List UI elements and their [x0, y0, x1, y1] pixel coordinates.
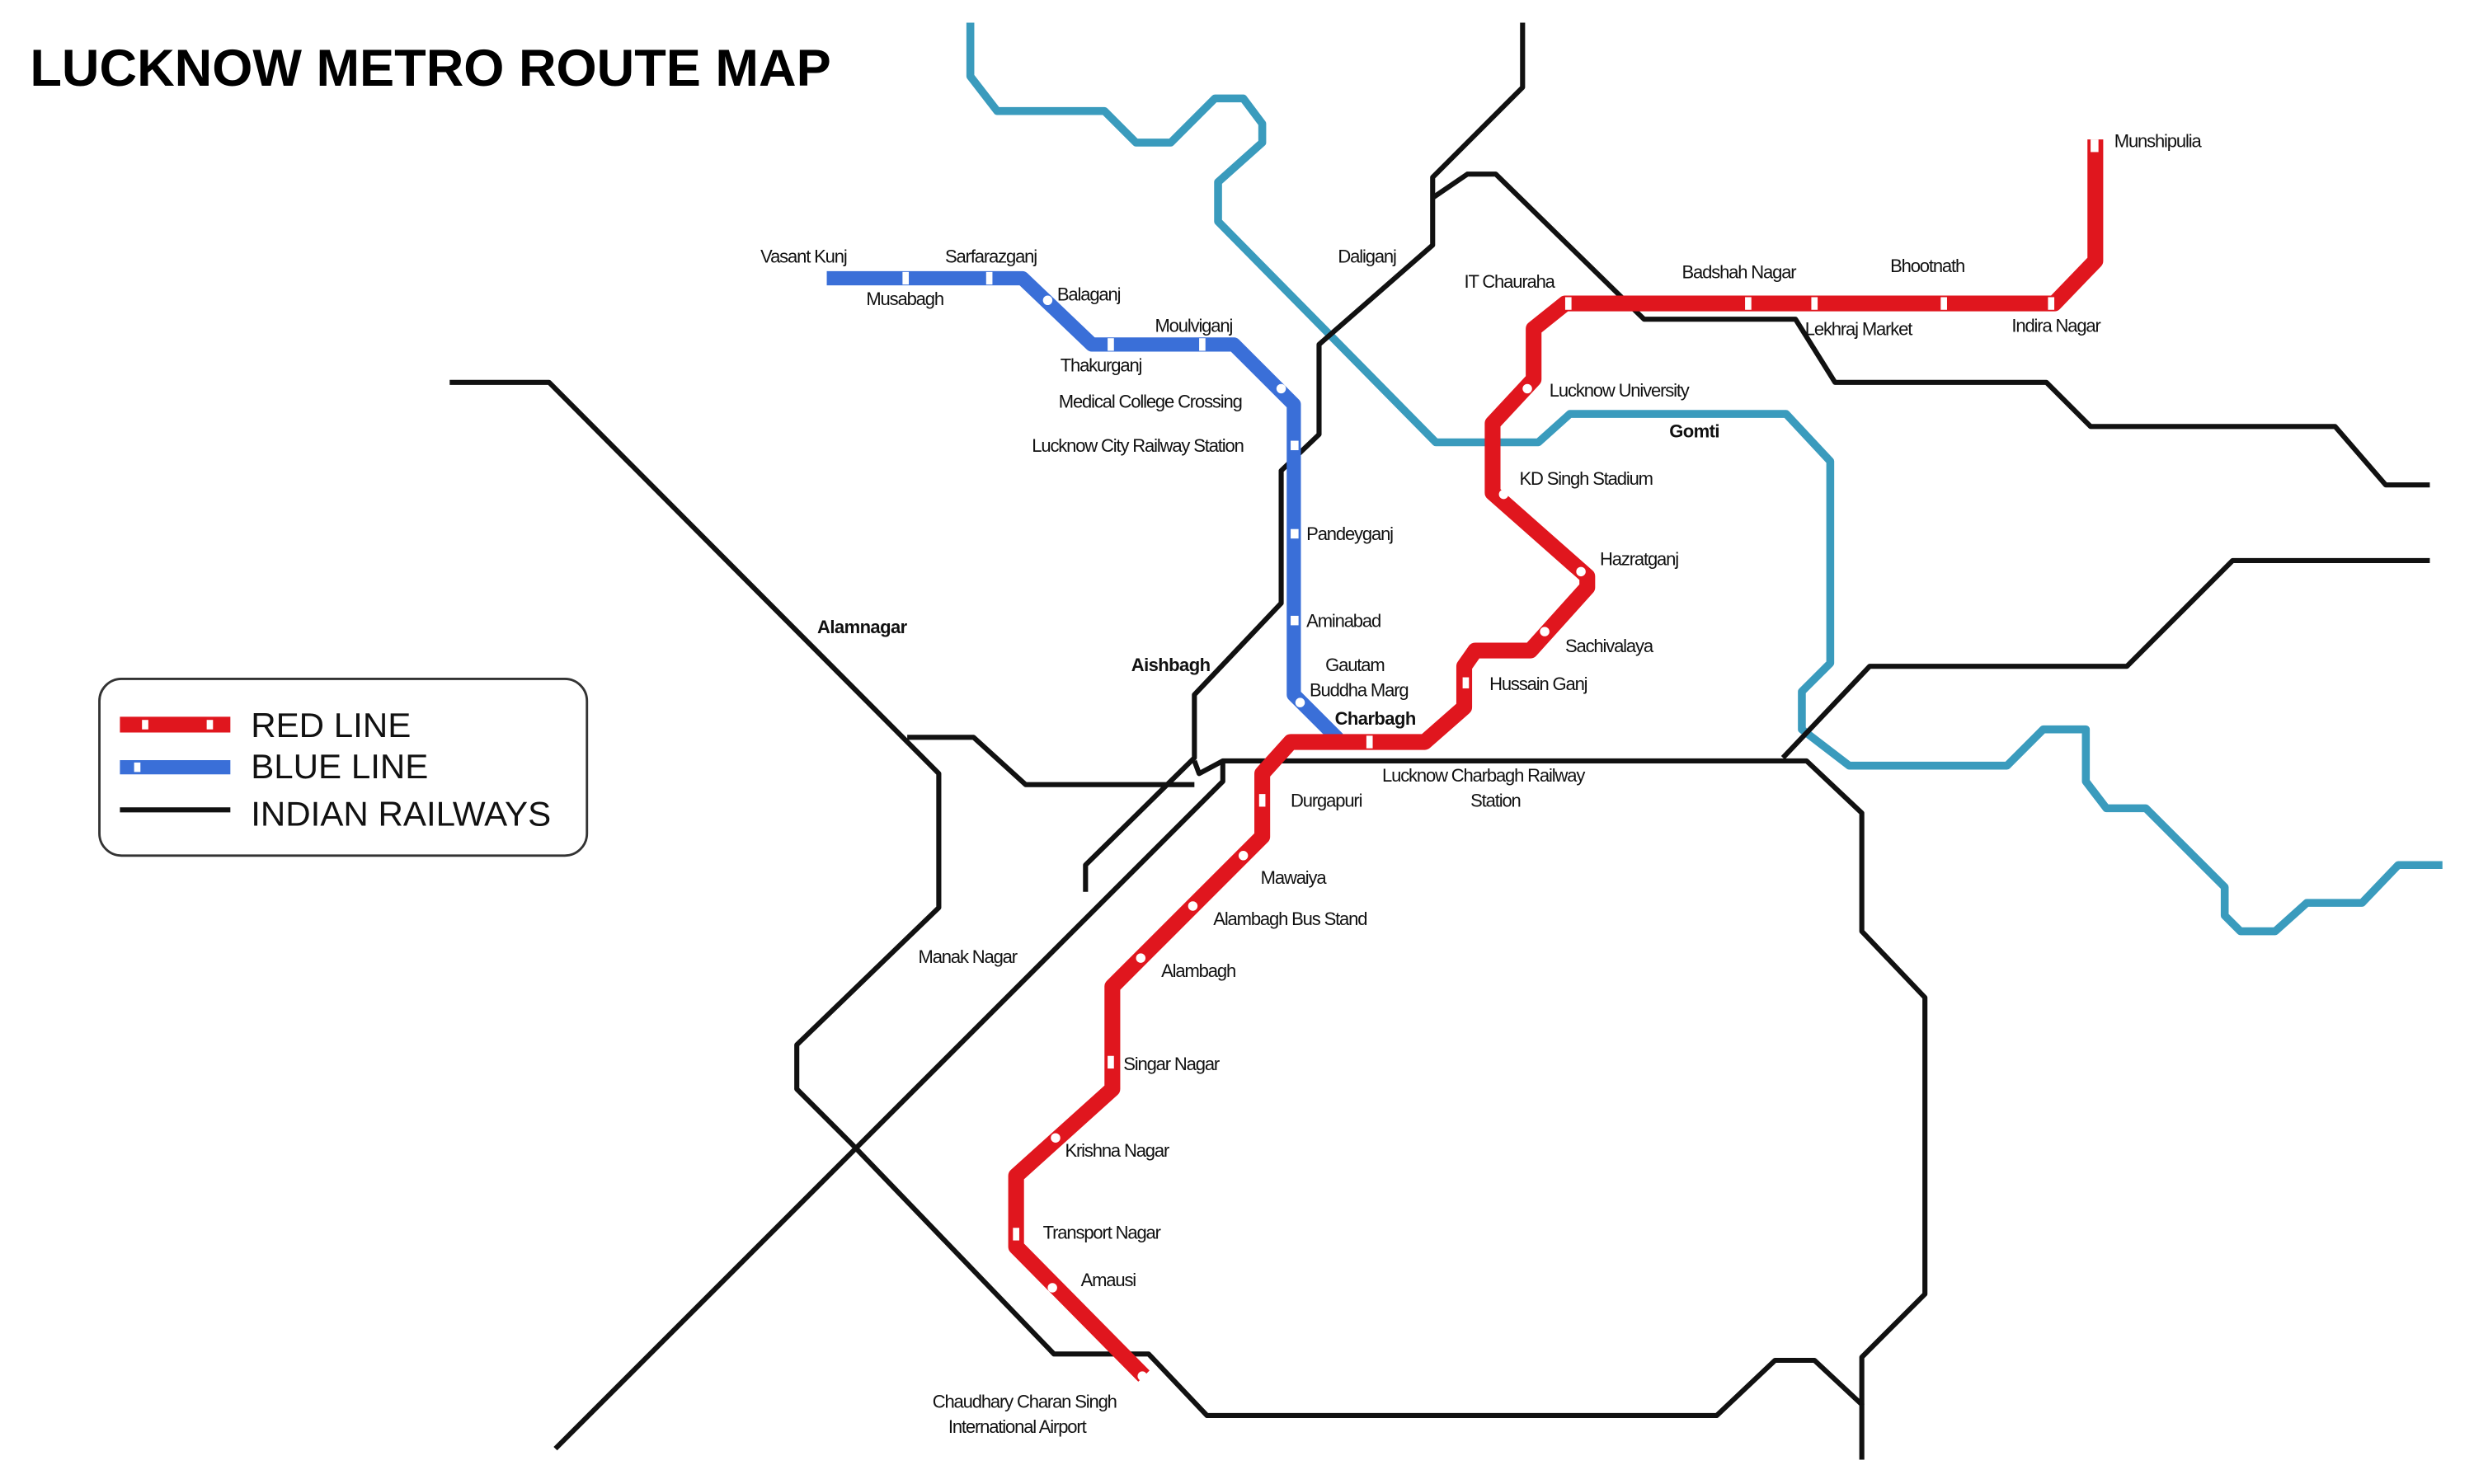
station-label[interactable]: Lucknow University [1550, 380, 1691, 401]
station-label[interactable]: Hazratganj [1600, 549, 1679, 570]
station-label[interactable]: Lekhraj Market [1805, 318, 1914, 339]
station-label[interactable]: Krishna Nagar [1065, 1140, 1170, 1161]
station-label[interactable]: Alambagh [1161, 960, 1236, 981]
station-label[interactable]: Transport Nagar [1043, 1223, 1162, 1243]
station-marker[interactable] [1042, 295, 1053, 306]
railway-lines [449, 22, 2430, 1460]
station-marker[interactable] [1136, 953, 1146, 963]
station-marker[interactable] [1366, 735, 1373, 749]
station-marker[interactable] [1051, 1133, 1061, 1143]
place-label-aishbagh: Aishbagh [1131, 655, 1211, 675]
station-label[interactable]: Munshipulia [2114, 131, 2204, 152]
station-label[interactable]: KD Singh Stadium [1519, 468, 1653, 489]
station-marker[interactable] [1564, 297, 1572, 310]
place-label-charbagh-railway-station-2: Station [1470, 790, 1520, 810]
station-label[interactable]: Musabagh [866, 289, 944, 309]
station-label[interactable]: Lucknow City Railway Station [1032, 435, 1244, 456]
station-marker[interactable] [1745, 297, 1752, 310]
station-label[interactable]: Thakurganj [1061, 355, 1143, 375]
station-marker[interactable] [1576, 566, 1586, 577]
legend-rail-label: INDIAN RAILWAYS [251, 794, 551, 833]
station-marker[interactable] [2091, 139, 2099, 153]
page-title: LUCKNOW METRO ROUTE MAP [30, 40, 830, 97]
station-label[interactable]: Badshah Nagar [1682, 262, 1798, 283]
station-label[interactable]: Charbagh [1335, 708, 1417, 729]
station-label[interactable]: Bhootnath [1890, 256, 1965, 276]
station-label[interactable]: Hussain Ganj [1489, 674, 1588, 694]
legend-station-marker [206, 720, 214, 730]
station-label[interactable]: Alambagh Bus Stand [1213, 909, 1367, 929]
station-label[interactable]: Mawaiya [1261, 867, 1329, 888]
station-marker[interactable] [1258, 794, 1266, 807]
station-marker[interactable] [1013, 1228, 1019, 1241]
station-label[interactable]: Sachivalaya [1565, 636, 1655, 656]
station-label[interactable]: Indira Nagar [2011, 316, 2101, 336]
place-label-charbagh-railway-station: Lucknow Charbagh Railway [1382, 765, 1585, 786]
legend-blue-label: BLUE LINE [251, 747, 428, 786]
station-label[interactable]: Medical College Crossing [1059, 391, 1243, 411]
station-label[interactable]: Buddha Marg [1310, 680, 1409, 701]
station-label[interactable]: Sarfarazganj [945, 246, 1037, 266]
station-label[interactable]: IT Chauraha [1465, 271, 1557, 292]
station-marker[interactable] [985, 271, 993, 285]
red-line [1008, 139, 2104, 1382]
station-label[interactable]: Gautam [1325, 655, 1385, 675]
legend: RED LINE BLUE LINE INDIAN RAILWAYS [98, 678, 589, 857]
station-marker[interactable] [1108, 1055, 1114, 1069]
red-line-labels: Munshipulia Indira Nagar Bhootnath Lekhr… [933, 131, 2204, 1437]
station-marker[interactable] [1940, 297, 1947, 310]
station-marker[interactable] [2048, 297, 2055, 310]
blue-stations [902, 271, 1305, 707]
station-label[interactable]: Moulviganj [1155, 316, 1234, 336]
station-marker[interactable] [1522, 383, 1532, 394]
blue-line [826, 270, 1343, 744]
place-labels: Daliganj Alamnagar Aishbagh Manak Nagar … [817, 246, 1719, 966]
railway-northeast [1431, 171, 2430, 488]
station-marker[interactable] [1047, 1283, 1057, 1293]
station-marker[interactable] [1108, 338, 1114, 351]
railway-loop [449, 379, 1865, 1460]
station-marker[interactable] [1462, 677, 1470, 688]
station-marker[interactable] [1276, 383, 1286, 394]
station-marker[interactable] [1291, 440, 1299, 451]
legend-station-marker [134, 762, 141, 773]
gomti-river [966, 22, 2443, 936]
station-label[interactable]: Vasant Kunj [760, 246, 848, 266]
place-label-daliganj: Daliganj [1338, 246, 1396, 266]
station-label[interactable]: Chaudhary Charan Singh [933, 1391, 1117, 1411]
station-label[interactable]: Aminabad [1306, 610, 1381, 631]
station-marker[interactable] [1291, 615, 1299, 626]
station-marker[interactable] [1188, 901, 1198, 911]
station-marker[interactable] [1295, 697, 1305, 707]
blue-line-labels: Vasant Kunj Sarfarazganj Musabagh Balaga… [760, 246, 1409, 701]
station-marker[interactable] [1498, 489, 1509, 500]
station-marker[interactable] [1540, 627, 1550, 636]
station-marker[interactable] [1199, 338, 1206, 351]
station-label[interactable]: International Airport [948, 1416, 1088, 1437]
railway-southwest [553, 760, 1225, 1451]
station-marker[interactable] [902, 271, 910, 285]
station-marker[interactable] [1291, 528, 1299, 539]
station-label[interactable]: Durgapuri [1291, 790, 1363, 810]
station-label[interactable]: Balaganj [1057, 284, 1122, 304]
railway-aishbagh [907, 735, 1195, 787]
legend-red-label: RED LINE [251, 706, 411, 744]
legend-station-marker [142, 720, 148, 730]
railway-east [1780, 557, 2430, 760]
place-label-gomti: Gomti [1669, 421, 1719, 442]
place-label-manak-nagar: Manak Nagar [919, 946, 1018, 967]
station-label[interactable]: Pandeyganj [1306, 524, 1394, 544]
station-marker[interactable] [1811, 297, 1818, 310]
railway-east-loop [1192, 758, 1928, 1405]
station-marker[interactable] [1238, 851, 1249, 861]
red-stations [1013, 139, 2099, 1381]
place-label-alamnagar: Alamnagar [817, 617, 908, 637]
station-label[interactable]: Singar Nagar [1123, 1054, 1221, 1074]
station-marker[interactable] [1137, 1371, 1147, 1381]
station-label[interactable]: Amausi [1081, 1270, 1137, 1290]
